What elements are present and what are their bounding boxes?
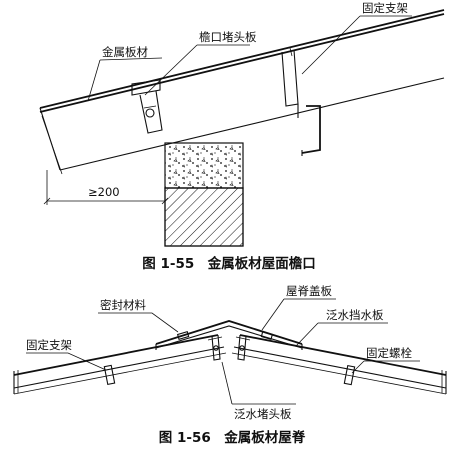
fixed-support-left: [103, 364, 116, 386]
left-roof-panel: [13, 334, 227, 395]
fixed-support-bracket: [281, 47, 321, 156]
label-metal-sheet: 金属板材: [102, 45, 148, 59]
label-ridge-cap: 屋脊盖板: [286, 284, 332, 298]
sealant-right: [260, 331, 274, 340]
dimension-line: [43, 170, 169, 206]
ridge-cap-plate: [155, 320, 303, 350]
label-eave-closure: 檐口堵头板: [199, 30, 257, 44]
label-flashing-board: 泛水挡水板: [326, 308, 384, 322]
label-fixed-support-2: 固定支架: [26, 338, 72, 352]
figure-55-drawing: 金属板材 檐口堵头板 固定支架 ≥200: [39, 1, 445, 247]
eave-closure-piece: [131, 79, 163, 134]
caption-figure-55: 图 1-55 金属板材屋面檐口: [142, 255, 315, 272]
right-roof-panel: [231, 334, 447, 395]
label-dimension: ≥200: [88, 185, 120, 199]
label-fixed-support: 固定支架: [362, 1, 408, 15]
metal-roof-sheet: [39, 9, 445, 175]
masonry-wall: [164, 187, 244, 247]
sealant-left: [176, 331, 190, 340]
figure-56-drawing: 密封材料 固定支架 屋脊盖板 泛水挡水板 固定螺栓 泛水堵头板: [13, 284, 447, 421]
label-sealant: 密封材料: [100, 298, 146, 312]
label-fixed-bolt: 固定螺栓: [366, 346, 412, 360]
caption-figure-56: 图 1-56 金属板材屋脊: [159, 429, 306, 446]
fixed-support-right: [343, 364, 356, 386]
label-flashing-closure: 泛水堵头板: [234, 407, 292, 421]
ridge-flashing-closures: [207, 334, 251, 361]
concrete-block: [164, 142, 244, 189]
